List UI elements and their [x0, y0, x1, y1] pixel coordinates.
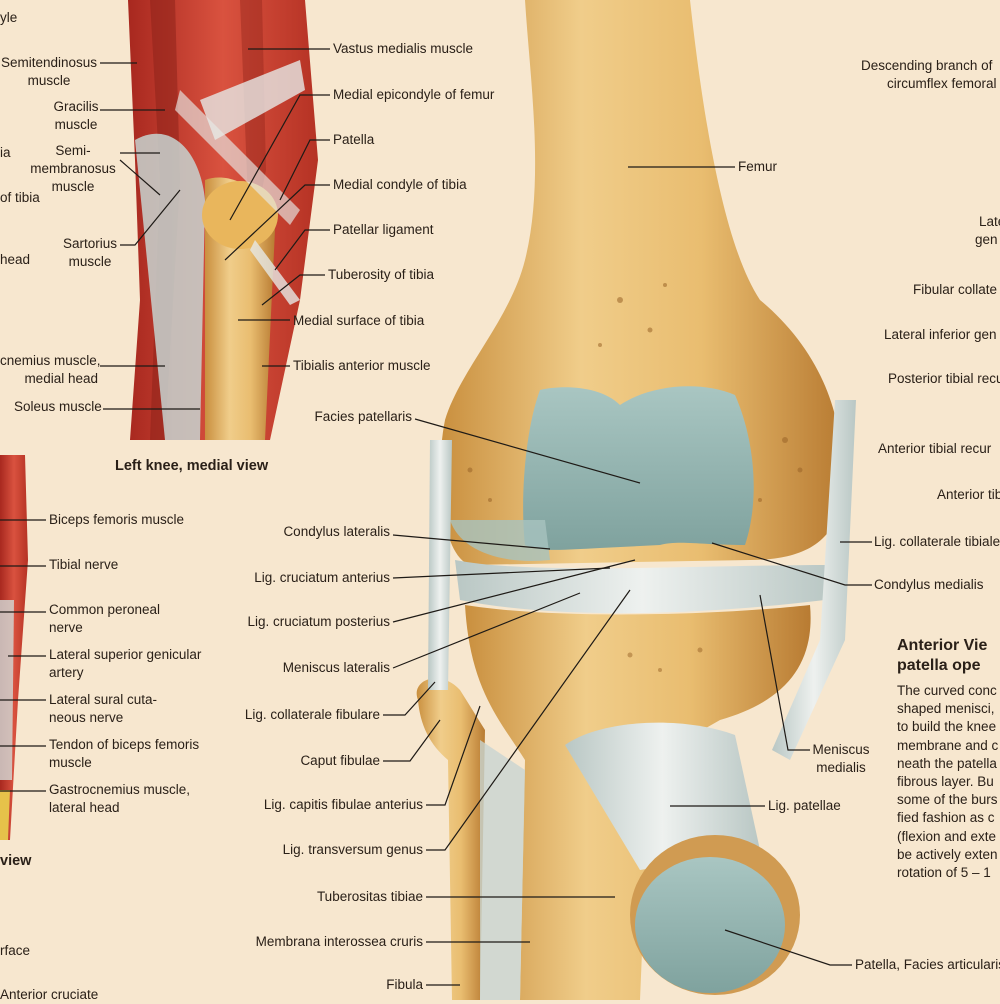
label-left-partial-2: of tibia — [0, 190, 40, 205]
label-late-gen: Late gen — [975, 214, 1000, 247]
label-anterior-tibial-recurrent: Anterior tibial recur — [878, 441, 992, 456]
label-tuberositas-tibiae: Tuberositas tibiae — [316, 889, 423, 904]
label-gastrocnemius-medial: cnemius muscle, medial head — [0, 353, 101, 386]
label-biceps-femoris: Biceps femoris muscle — [49, 512, 185, 527]
label-gracilis: Gracilis muscle — [53, 99, 99, 132]
label-medial-condyle-tibia: Medial condyle of tibia — [333, 177, 467, 192]
label-fibula: Fibula — [386, 977, 423, 992]
label-lateral-sural: Lateral sural cuta- neous nerve — [49, 692, 158, 725]
label-lig-collaterale-fibulare: Lig. collaterale fibulare — [244, 707, 380, 722]
label-lig-cruciatum-anterius: Lig. cruciatum anterius — [254, 570, 390, 585]
label-sartorius: Sartorius muscle — [62, 236, 118, 269]
label-bottom-partial-1: rface — [0, 943, 31, 958]
label-lig-collaterale-tibiale: Lig. collaterale tibiale — [874, 534, 1000, 549]
label-descending-branch: Descending branch of circumflex femoral — [861, 58, 997, 91]
label-tibialis-anterior: Tibialis anterior muscle — [293, 358, 431, 373]
lateral-view-illustration — [0, 455, 28, 840]
label-femur: Femur — [738, 159, 778, 174]
label-lig-cruciatum-posterius: Lig. cruciatum posterius — [247, 614, 390, 629]
label-vastus-medialis: Vastus medialis muscle — [333, 41, 474, 56]
label-gastrocnemius-lateral: Gastrocnemius muscle, lateral head — [49, 782, 191, 815]
label-semimembranosus: Semi- membranosus muscle — [30, 143, 116, 194]
label-soleus: Soleus muscle — [14, 399, 102, 414]
label-lateral-superior-genicular: Lateral superior genicular artery — [49, 647, 202, 680]
label-condylus-medialis: Condylus medialis — [874, 577, 984, 592]
label-meniscus-lateralis: Meniscus lateralis — [282, 660, 390, 675]
medial-view-caption: Left knee, medial view — [115, 458, 269, 474]
label-medial-surface-tibia: Medial surface of tibia — [293, 313, 425, 328]
label-tuberosity-tibia: Tuberosity of tibia — [328, 267, 435, 282]
description-paragraph: The curved conc shaped menisci, to build… — [897, 683, 999, 881]
lateral-view-caption: view — [0, 853, 32, 869]
label-lig-patellae: Lig. patellae — [768, 798, 841, 813]
label-condylus-lateralis: Condylus lateralis — [283, 524, 390, 539]
label-bottom-partial-2: Anterior cruciate — [0, 987, 99, 1002]
label-meniscus-medialis: Meniscus medialis — [812, 742, 870, 775]
label-left-partial-1: ia — [0, 145, 11, 160]
label-facies-patellaris: Facies patellaris — [314, 409, 412, 424]
label-lig-capitis-fibulae: Lig. capitis fibulae anterius — [263, 797, 423, 812]
label-left-partial-3: head — [0, 252, 31, 267]
label-semitendinosus: Semitendinosus muscle — [0, 55, 98, 88]
label-tendon-biceps: Tendon of biceps femoris muscle — [49, 737, 200, 770]
label-patella-facies: Patella, Facies articularis — [855, 957, 1000, 972]
label-tibial-nerve: Tibial nerve — [49, 557, 119, 572]
label-fibular-collateral: Fibular collate — [913, 282, 998, 297]
label-patella: Patella — [333, 132, 375, 147]
label-lig-transversum: Lig. transversum genus — [282, 842, 423, 857]
label-posterior-tibial-recurrent: Posterior tibial recu — [888, 371, 1000, 386]
leader-lines — [0, 48, 872, 986]
label-medial-epicondyle: Medial epicondyle of femur — [333, 87, 495, 102]
label-lateral-inferior-genicular: Lateral inferior gen — [884, 327, 997, 342]
anterior-view-illustration — [416, 0, 856, 1000]
medial-view-illustration — [128, 0, 318, 440]
section-title: Anterior Vie patella ope — [897, 637, 988, 674]
label-patellar-ligament: Patellar ligament — [333, 222, 434, 237]
label-common-peroneal: Common peroneal nerve — [49, 602, 161, 635]
label-membrana-interossea: Membrana interossea cruris — [255, 934, 423, 949]
label-condyle-partial: yle — [0, 10, 18, 25]
label-anterior-tib: Anterior tib — [937, 487, 1000, 502]
label-caput-fibulae: Caput fibulae — [300, 753, 380, 768]
